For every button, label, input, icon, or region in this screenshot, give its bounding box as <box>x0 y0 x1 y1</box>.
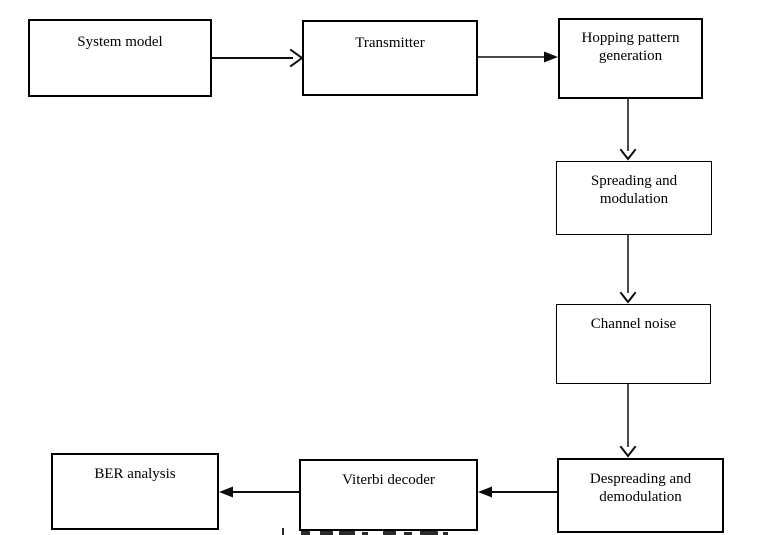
node-viterbi-decoder: Viterbi decoder <box>299 459 478 531</box>
arrowhead-filled-left-icon <box>478 486 492 498</box>
node-label: Hopping pattern generation <box>581 30 680 64</box>
node-transmitter: Transmitter <box>302 20 478 96</box>
arrowhead-open-down-icon <box>619 445 637 458</box>
node-spreading-and-modulation: Spreading and modulation <box>556 161 712 235</box>
node-ber-analysis: BER analysis <box>51 453 219 530</box>
node-label: Transmitter <box>355 35 425 51</box>
node-label: Channel noise <box>590 316 677 332</box>
node-label: System model <box>77 34 163 50</box>
node-label: Viterbi decoder <box>342 472 435 488</box>
arrowhead-open-down-icon <box>619 148 637 161</box>
arrowhead-open-down-icon <box>619 291 637 304</box>
node-hopping-pattern-generation: Hopping pattern generation <box>558 18 703 99</box>
node-label: Spreading and modulation <box>590 173 678 207</box>
node-despreading-and-demodulation: Despreading and demodulation <box>557 458 724 533</box>
arrowhead-filled-right-icon <box>544 51 558 63</box>
node-system-model: System model <box>28 19 212 97</box>
arrowhead-filled-left-icon <box>219 486 233 498</box>
arrowhead-open-right-icon <box>289 48 304 68</box>
node-label: Despreading and demodulation <box>589 471 692 505</box>
node-channel-noise: Channel noise <box>556 304 711 384</box>
node-label: BER analysis <box>94 466 176 482</box>
